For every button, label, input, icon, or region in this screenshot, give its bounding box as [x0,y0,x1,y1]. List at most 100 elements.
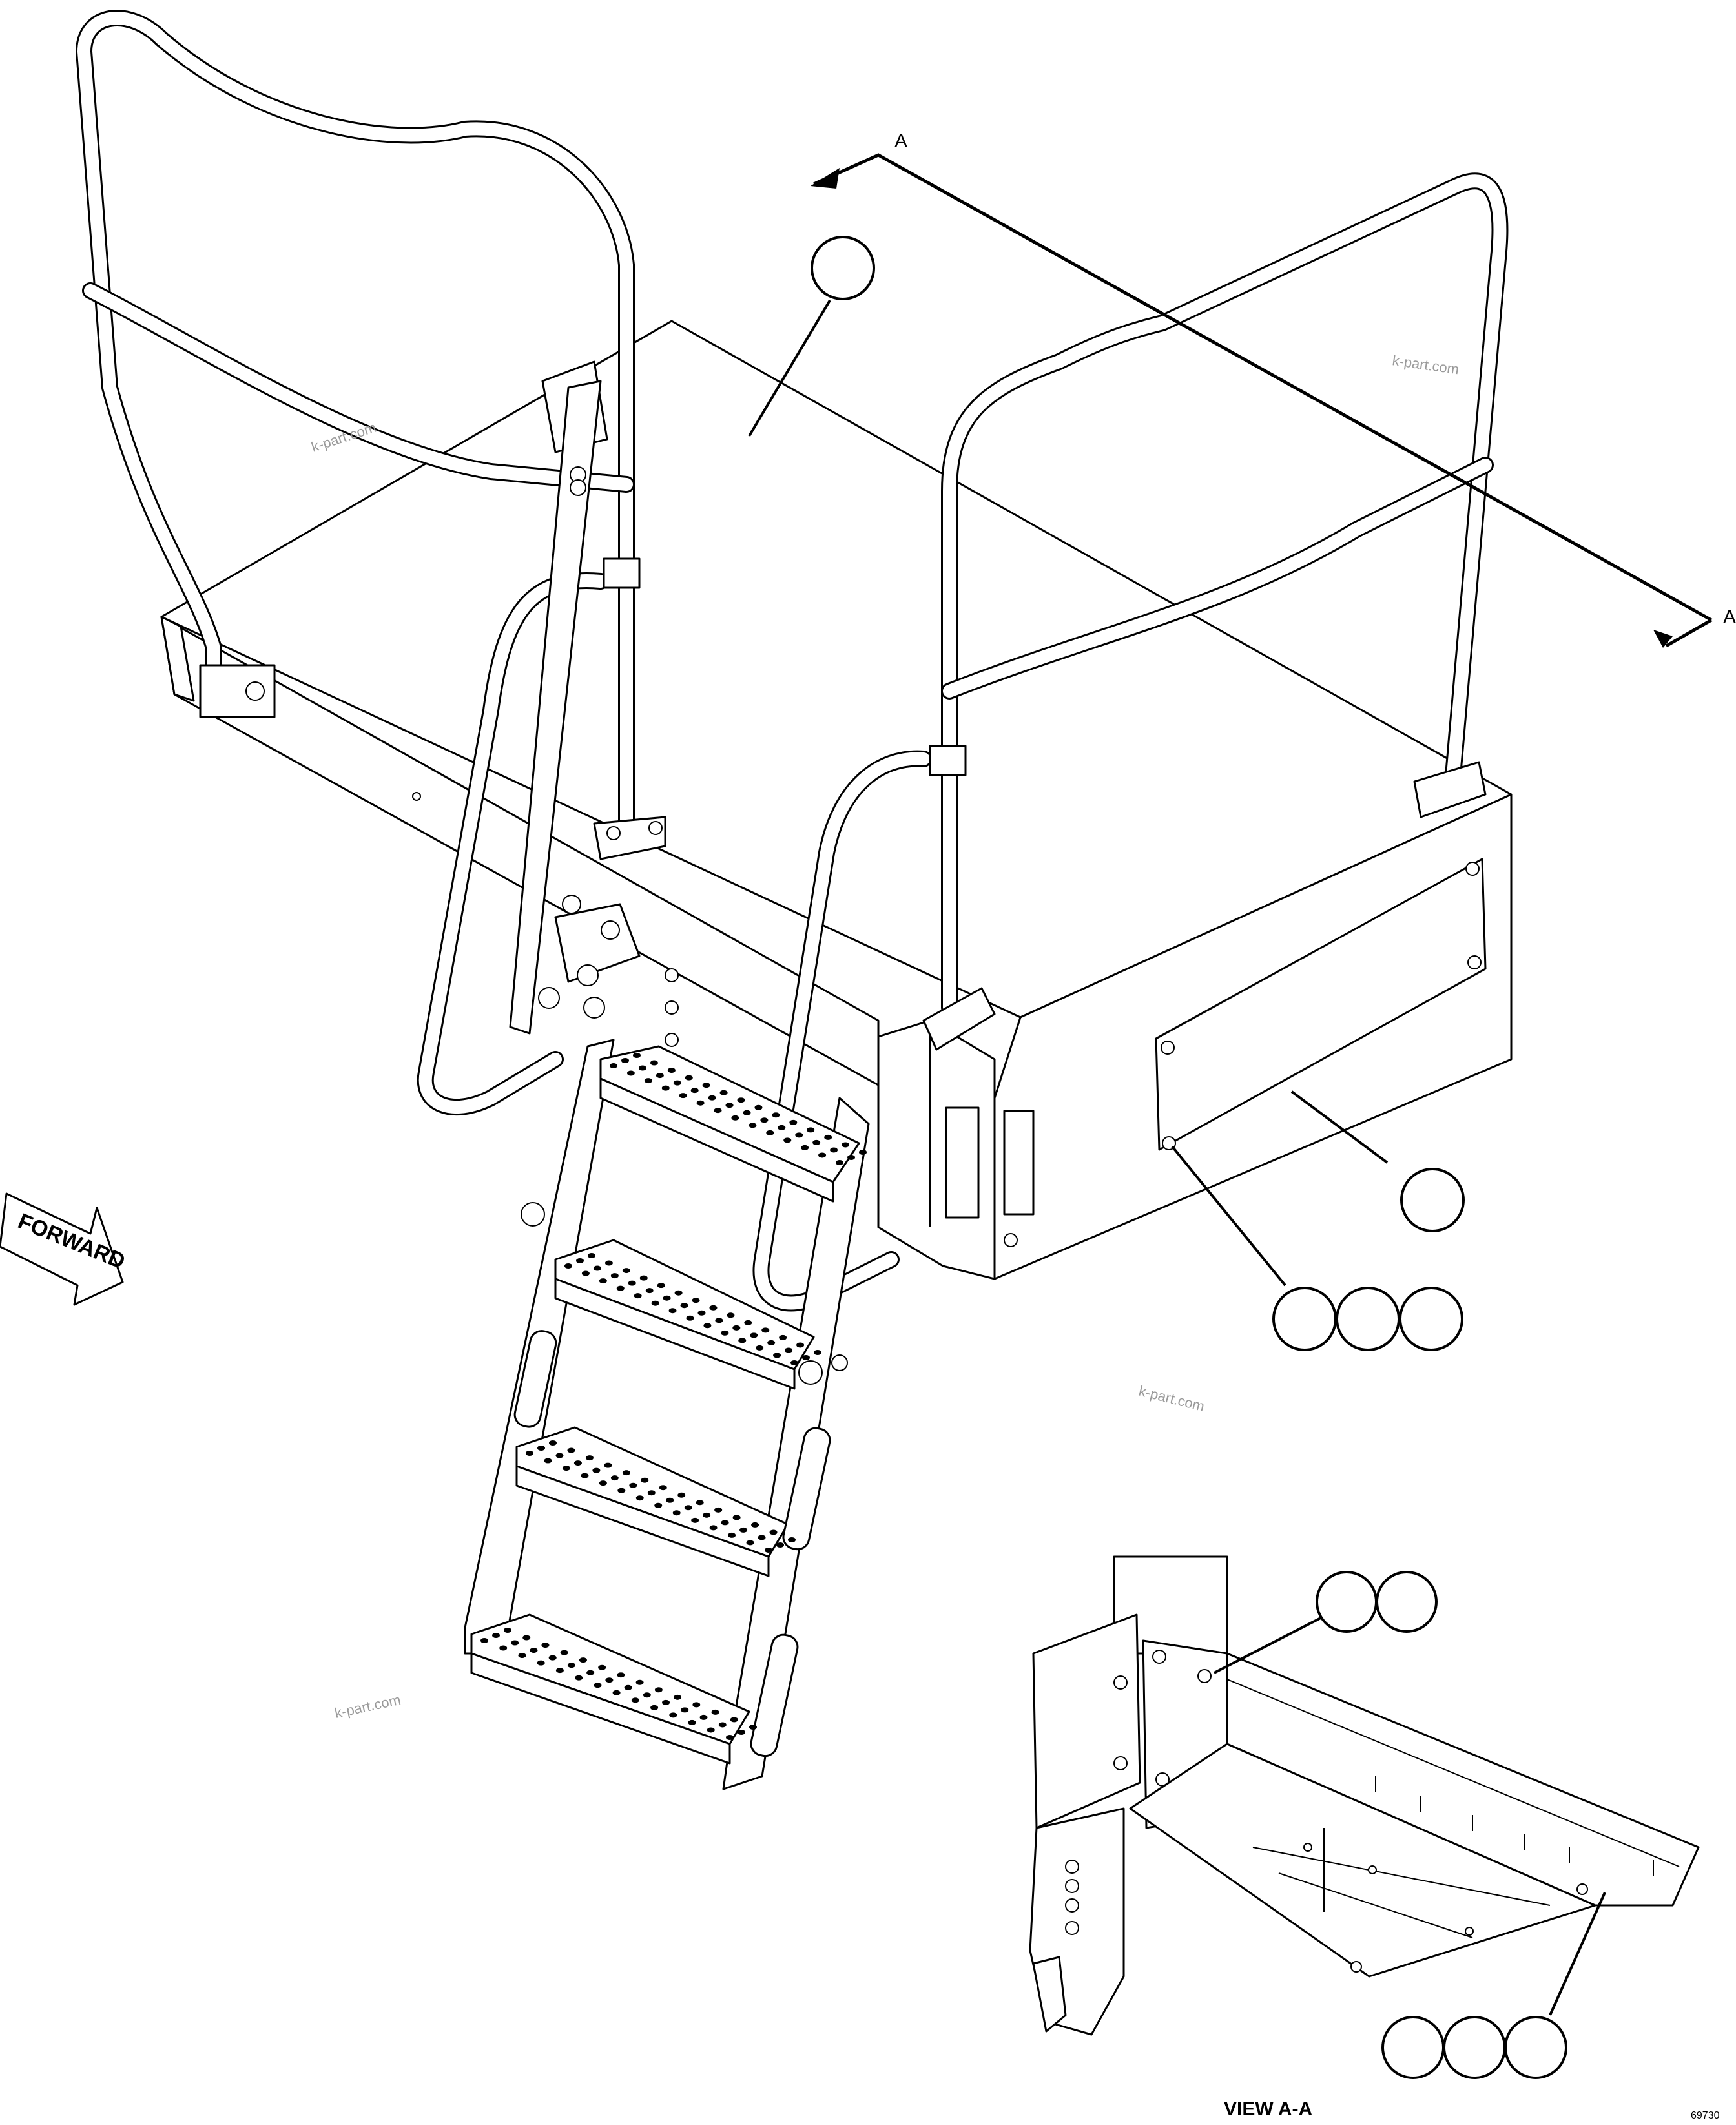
perforation-dot [548,1655,557,1661]
watermark: k-part.com [333,1692,402,1721]
perforation-dot [541,1643,550,1648]
perforation-dot [779,1334,787,1340]
rail-foot [1413,761,1487,818]
perforation-dot [666,1497,674,1503]
rail-foot [922,987,996,1051]
cover-bolt [1161,1041,1175,1055]
stair-step [554,1239,815,1390]
callout-bubble [1399,1287,1463,1351]
perforation-dot [679,1093,687,1099]
perforation-dot [518,1653,526,1659]
perforation-dot [714,1108,722,1114]
perforation-dot [674,1290,683,1296]
perforation-dot [612,1690,621,1695]
perforation-dot [721,1330,729,1336]
lever-linkage [497,313,679,1047]
perforation-dot [698,1310,706,1316]
perforation-dot [685,1075,693,1081]
perforation-dot [807,1127,815,1133]
perforation-dot [739,1527,748,1533]
perforation-dot [616,1285,625,1291]
perforation-dot [737,1097,745,1103]
perforation-dot [760,1117,769,1123]
perforation-dot [610,1273,619,1279]
watermark: k-part.com [1391,352,1460,377]
perforation-dot [633,1053,641,1058]
perforation-dot [674,1694,682,1700]
perforation-dot [492,1633,500,1638]
callout-bubble [1272,1287,1337,1351]
perforation-dot [707,1727,715,1733]
cover-bolt [1467,955,1482,969]
perforation-dot [564,1263,572,1269]
perforation-dot [661,1085,670,1091]
perforation-dot [628,1280,636,1286]
perforation-dot [594,1683,602,1688]
perforation-dot [610,1063,617,1068]
callout-bubble [1381,2016,1445,2079]
perforation-dot [765,1548,772,1553]
callouts-main [748,236,1465,1351]
perforation-dot [749,1725,757,1730]
perforation-dot [731,1115,739,1121]
perforation-dot [790,1360,798,1365]
perforation-dot [574,1460,582,1466]
perforation-dot [859,1150,867,1155]
perforation-dot [555,1668,564,1674]
perforation-dot [690,1088,699,1094]
perforation-dot [696,1500,704,1506]
perforation-dot [555,1453,564,1458]
perforation-dot [703,1323,712,1329]
perforation-dot [711,1709,719,1715]
perforation-dot [576,1258,584,1263]
perforation-dot [801,1145,809,1150]
stair-step [599,1045,860,1203]
perforation-dot [814,1350,822,1355]
perforation-dot [796,1342,805,1348]
perforation-dot [605,1677,614,1683]
perforation-dot [651,1300,659,1306]
perforation-dot [650,1060,658,1066]
perforation-dot [599,1480,607,1486]
perforation-dot [599,1278,607,1284]
perforation-dot [629,1482,637,1488]
perforation-dot [732,1515,741,1520]
perforation-dot [830,1147,838,1153]
perforation-dot [773,1353,781,1358]
perforation-dot [617,1672,625,1678]
perforation-dot [681,1707,689,1713]
perforation-dot [562,1466,570,1471]
perforation-dot [751,1522,760,1528]
cover-bolt [1465,862,1480,876]
perforation-dot [725,1103,734,1108]
perforation-dot [663,1295,671,1301]
perforation-dot [621,1058,629,1063]
view-bolt [1197,1669,1212,1683]
perforation-dot [667,1068,676,1073]
perforation-dot [537,1446,545,1451]
view-a-a-detail: VIEW A-A 69730 [1029,1555,1720,2121]
perforation-dot [726,1735,734,1740]
perforation-dot [691,1517,699,1523]
perforation-dot [636,1679,644,1685]
perforation-dot [643,1692,651,1698]
perforation-dot [721,1520,729,1526]
perforation-dot [730,1717,738,1723]
drawing-number: 69730 [1691,2110,1720,2121]
handrail-right [752,172,1509,1312]
perforation-dot [703,1512,711,1518]
perforation-dot [522,1635,531,1641]
perforation-dot [785,1347,793,1353]
stair-step [470,1613,750,1765]
perforation-dot [617,1488,626,1493]
perforation-dot [766,1130,774,1135]
callout-bubble [1504,2016,1567,2079]
stair-perforations [480,1053,867,1740]
perforation-dot [592,1467,601,1473]
perforation-dot [692,1298,700,1303]
perforation-dot [610,1475,619,1481]
perforation-dot [738,1338,747,1343]
perforation-dot [585,1455,594,1461]
perforation-dot [669,1712,677,1718]
perforation-dot [480,1638,488,1643]
